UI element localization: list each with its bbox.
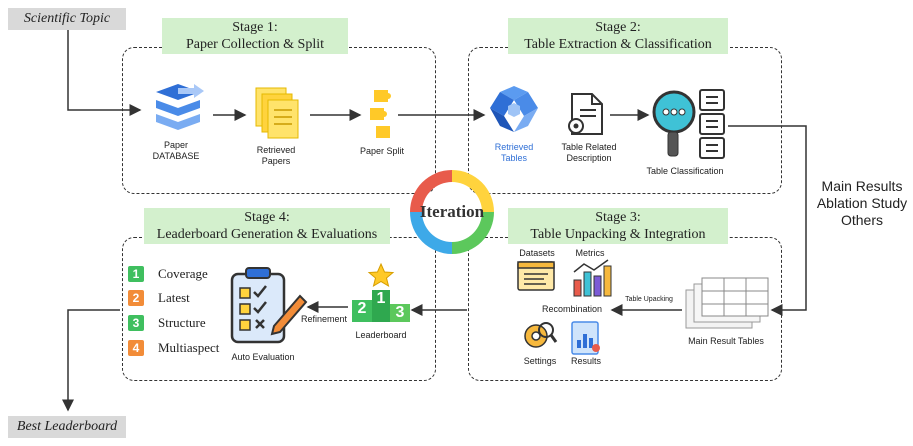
paper-database-label: Paper DATABASE xyxy=(140,140,212,162)
category-main-results: Main Results xyxy=(821,178,903,194)
retrieved-tables-line1: Retrieved xyxy=(494,142,534,152)
category-others: Others xyxy=(840,212,883,228)
best-leaderboard-label: Best Leaderboard xyxy=(8,416,126,438)
arrow-classification-to-main-tables xyxy=(728,125,807,316)
retrieved-papers-icon xyxy=(255,87,299,139)
criterion-coverage: 1 Coverage xyxy=(128,266,208,282)
stage1-title: Stage 1: Paper Collection & Split xyxy=(162,18,348,54)
paper-split-label: Paper Split xyxy=(359,146,405,156)
table-description-label: Table Related Description xyxy=(554,142,624,164)
classification-categories: Main Results Ablation Study Others xyxy=(812,178,912,229)
stage2-title-line1: Stage 2: xyxy=(595,20,641,35)
retrieved-tables-label: Retrieved Tables xyxy=(482,142,546,164)
datasets-label: Datasets xyxy=(519,248,555,258)
stage1-title-line2: Paper Collection & Split xyxy=(185,37,325,52)
podium-third-number: 3 xyxy=(395,304,405,321)
criterion-label: Multiaspect xyxy=(158,340,220,355)
podium-second-number: 2 xyxy=(357,300,367,317)
criterion-latest: 2 Latest xyxy=(128,290,190,306)
auto-evaluation-label: Auto Evaluation xyxy=(231,352,295,362)
arrow-to-best-leaderboard xyxy=(62,309,120,412)
database-icon xyxy=(156,84,204,130)
metrics-label: Metrics xyxy=(575,248,605,258)
criterion-multiaspect: 4 Multiaspect xyxy=(128,340,219,356)
arrow-topic-to-database xyxy=(67,30,142,116)
table-classification-icon xyxy=(652,89,725,159)
criterion-label: Coverage xyxy=(158,266,208,281)
iteration-cycle-icon xyxy=(410,170,494,254)
datasets-icon xyxy=(517,261,555,291)
recombination-label: Recombination xyxy=(541,304,603,314)
criterion-label: Latest xyxy=(158,290,190,305)
refinement-label: Refinement xyxy=(300,314,348,324)
category-ablation-study: Ablation Study xyxy=(816,195,908,211)
podium-first-number: 1 xyxy=(376,290,386,307)
criterion-number: 3 xyxy=(128,315,144,331)
paper-database-line2: DATABASE xyxy=(152,151,200,161)
criterion-number: 1 xyxy=(128,266,144,282)
metrics-chart-icon xyxy=(573,259,612,297)
results-report-icon xyxy=(571,321,600,355)
main-result-tables-label: Main Result Tables xyxy=(688,336,764,346)
stage4-title-line2: Leaderboard Generation & Evaluations xyxy=(156,227,378,242)
paper-database-line1: Paper xyxy=(163,140,189,150)
table-description-line1: Table Related xyxy=(561,142,617,152)
table-unpacking-label: Table Upacking xyxy=(625,296,673,303)
criterion-structure: 3 Structure xyxy=(128,315,206,331)
retrieved-papers-line1: Retrieved xyxy=(256,145,296,155)
retrieved-papers-label: Retrieved Papers xyxy=(244,145,308,167)
stage2-title-line2: Table Extraction & Classification xyxy=(524,37,712,52)
retrieved-tables-icon xyxy=(490,86,538,132)
stage4-title: Stage 4: Leaderboard Generation & Evalua… xyxy=(144,208,390,244)
stage3-title-line1: Stage 3: xyxy=(595,210,641,225)
stage4-title-line1: Stage 4: xyxy=(244,210,290,225)
main-result-tables-icon xyxy=(685,277,769,329)
document-gear-icon xyxy=(568,93,603,135)
stage1-title-line1: Stage 1: xyxy=(232,20,278,35)
stage2-title: Stage 2: Table Extraction & Classificati… xyxy=(508,18,728,54)
criterion-number: 2 xyxy=(128,290,144,306)
table-classification-label: Table Classification xyxy=(646,166,724,176)
table-description-line2: Description xyxy=(566,153,612,163)
stage3-title-line2: Table Unpacking & Integration xyxy=(530,227,706,242)
retrieved-papers-line2: Papers xyxy=(261,156,291,166)
scientific-topic-label: Scientific Topic xyxy=(8,8,126,30)
checklist-evaluation-icon xyxy=(230,267,308,344)
results-label: Results xyxy=(570,356,601,366)
leaderboard-label: Leaderboard xyxy=(355,330,407,340)
paper-split-icon xyxy=(370,90,391,138)
settings-gear-icon xyxy=(524,322,558,348)
iteration-label: Iteration xyxy=(419,202,485,221)
criterion-number: 4 xyxy=(128,340,144,356)
criterion-label: Structure xyxy=(158,315,206,330)
settings-label: Settings xyxy=(523,356,557,366)
retrieved-tables-line2: Tables xyxy=(500,153,527,163)
leaderboard-podium-icon xyxy=(352,262,410,322)
stage3-title: Stage 3: Table Unpacking & Integration xyxy=(508,208,728,244)
